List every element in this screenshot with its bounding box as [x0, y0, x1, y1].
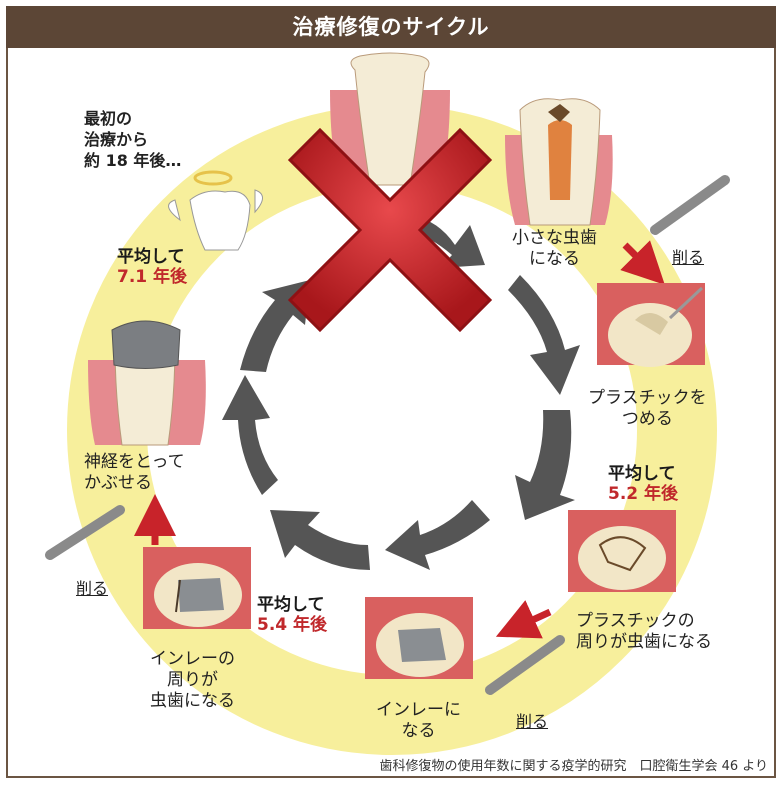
- title-bar: 治療修復のサイクル: [6, 6, 776, 48]
- average-5-4-value: 5.4 年後: [257, 615, 328, 635]
- step-plastic-cavity: プラスチックの 周りが虫歯になる: [576, 611, 712, 653]
- cavity-tooth-illustration: [505, 98, 613, 226]
- photo-plastic-cavity: [568, 510, 676, 592]
- drill-illustration-right: [650, 175, 730, 235]
- step-small-cavity-line-2: になる: [529, 249, 580, 269]
- first-treatment-note: 最初の 治療から 約 18 年後…: [84, 108, 181, 171]
- cut-label-left: 削る: [76, 579, 109, 598]
- angel-tooth-illustration: [168, 170, 263, 251]
- photo-inlay: [365, 597, 473, 679]
- cycle-arrow-5: [270, 510, 370, 570]
- first-treatment-line-1: 最初の: [84, 109, 133, 128]
- cycle-arrow-4: [385, 500, 490, 570]
- step-plastic-fill: プラスチックを つめる: [588, 388, 707, 430]
- average-5-2-value: 5.2 年後: [608, 484, 679, 504]
- photo-inlay-cavity: [143, 547, 251, 629]
- step-crown-line-2: かぶせる: [84, 473, 152, 493]
- step-inlay-cavity-line-1: インレーの: [150, 649, 235, 669]
- average-5-4-label: 平均して: [257, 595, 325, 615]
- red-arrows: [134, 240, 665, 639]
- average-7-1-years: 平均して 7.1 年後: [117, 247, 187, 287]
- cut-label-bottom: 削る: [516, 712, 549, 731]
- average-5-2-label: 平均して: [608, 464, 676, 484]
- photo-plastic-filling: [597, 283, 705, 367]
- crown-tooth-illustration: [88, 320, 206, 446]
- healthy-tooth-illustration: [330, 52, 450, 186]
- average-7-1-value: 7.1 年後: [117, 267, 188, 287]
- cycle-arrow-3: [515, 410, 575, 520]
- cycle-arrow-2: [508, 275, 580, 395]
- source-citation: 歯科修復物の使用年数に関する疫学的研究 口腔衛生学会 46 より: [379, 759, 768, 774]
- cycle-arrow-6: [222, 375, 278, 495]
- drill-illustration-left: [45, 505, 125, 560]
- step-small-cavity-line-1: 小さな虫歯: [512, 228, 597, 248]
- red-arrow-1: [620, 240, 665, 285]
- first-treatment-line-3: 約 18 年後…: [84, 151, 182, 170]
- cut-label-right: 削る: [672, 248, 705, 267]
- average-5-2-years: 平均して 5.2 年後: [608, 464, 678, 504]
- step-inlay-line-2: なる: [401, 721, 436, 741]
- step-crown: 神経をとって かぶせる: [84, 452, 185, 494]
- page-title: 治療修復のサイクル: [292, 15, 490, 39]
- cycle-arrow-1: [410, 216, 485, 268]
- first-treatment-line-2: 治療から: [84, 130, 149, 149]
- step-small-cavity: 小さな虫歯 になる: [512, 228, 597, 270]
- step-crown-line-1: 神経をとって: [84, 452, 185, 472]
- step-plastic-fill-line-2: つめる: [621, 409, 673, 429]
- step-plastic-fill-line-1: プラスチックを: [588, 388, 707, 408]
- step-inlay: インレーに なる: [376, 700, 461, 742]
- red-arrow-2: [495, 600, 552, 639]
- drill-illustration-bottom: [485, 635, 565, 695]
- step-plastic-cavity-line-2: 周りが虫歯になる: [576, 632, 712, 652]
- step-inlay-cavity: インレーの 周りが 虫歯になる: [150, 649, 235, 712]
- step-inlay-cavity-line-2: 周りが: [167, 670, 218, 690]
- average-7-1-label: 平均して: [117, 247, 185, 267]
- step-plastic-cavity-line-1: プラスチックの: [576, 611, 695, 631]
- average-5-4-years: 平均して 5.4 年後: [257, 595, 327, 635]
- x-mark: [287, 127, 493, 333]
- step-inlay-cavity-line-3: 虫歯になる: [150, 691, 235, 711]
- step-inlay-line-1: インレーに: [376, 700, 461, 720]
